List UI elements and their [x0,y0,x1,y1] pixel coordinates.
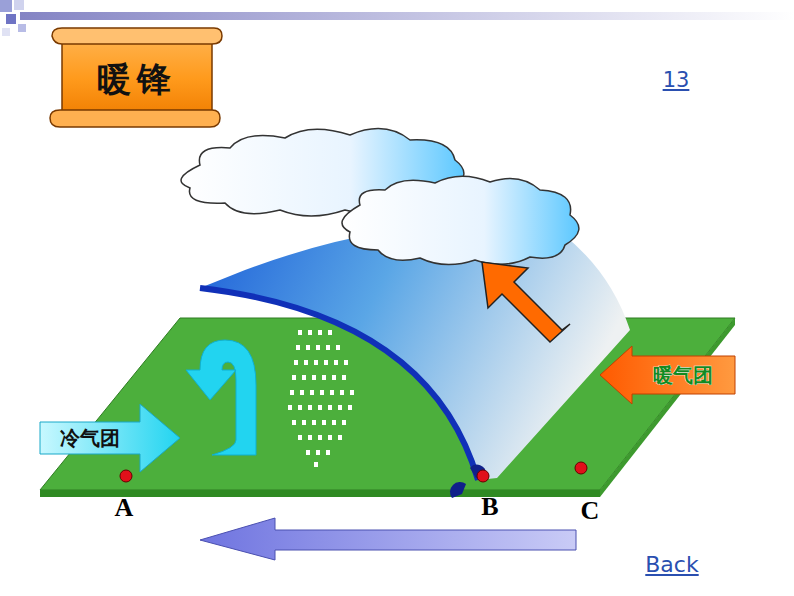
cold-air-mass-arrow: 冷气团 [56,423,124,454]
warm-air-mass-arrow: 暖气团 [649,360,717,391]
title-banner-text: 暖锋 [97,57,177,103]
air-mass-label: 暖气团 [653,362,713,389]
point-label: A [115,493,134,523]
point-label: B [481,492,498,522]
point-label: C [581,496,600,526]
back-link: Back [645,552,698,577]
page-number-link: 13 [663,68,690,92]
air-mass-label: 冷气团 [60,425,120,452]
